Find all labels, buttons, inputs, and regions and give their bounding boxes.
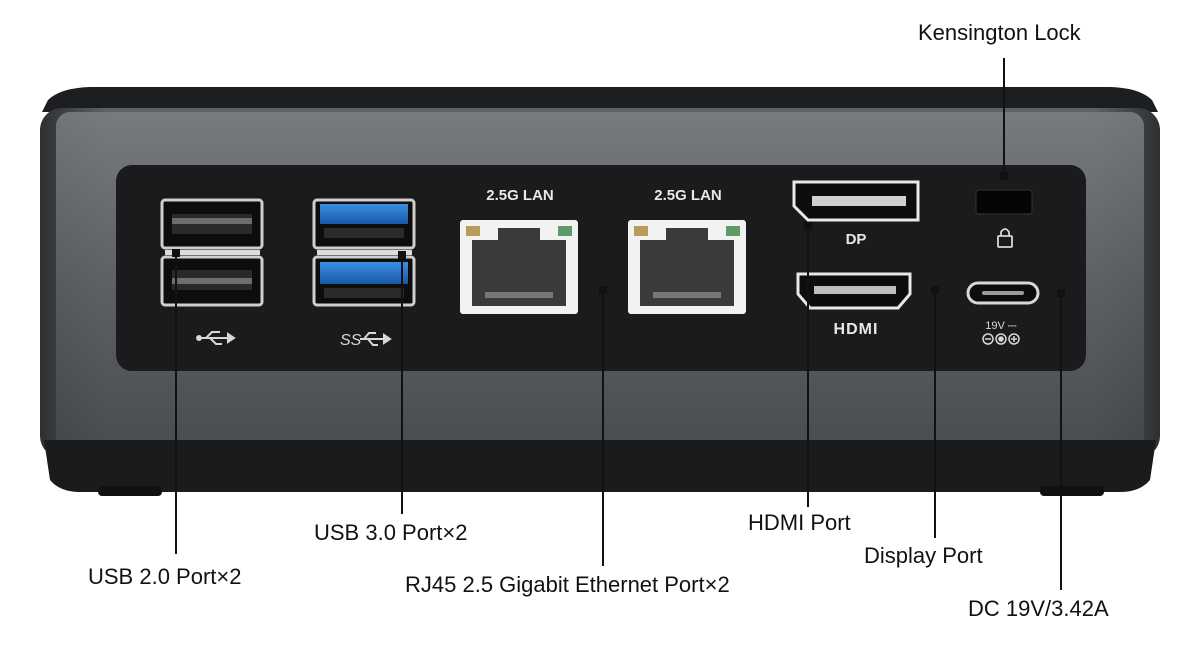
leader-dots xyxy=(172,172,1065,297)
callout-usb3: USB 3.0 Port×2 xyxy=(314,520,468,545)
callout-kensington-lock: Kensington Lock xyxy=(918,20,1081,45)
leader-lines xyxy=(175,58,1062,590)
lock-icon xyxy=(997,228,1013,248)
displayport-connector xyxy=(792,180,920,222)
usb-icon xyxy=(196,331,236,345)
callout-hdmi: HDMI Port xyxy=(748,510,851,535)
dp-label: DP xyxy=(846,231,867,248)
foot-right xyxy=(1040,486,1104,496)
foot-left xyxy=(98,486,162,496)
usb-c-power-port xyxy=(966,281,1040,305)
callout-rj45: RJ45 2.5 Gigabit Ethernet Port×2 xyxy=(405,572,730,597)
ethernet-port-1 xyxy=(460,220,578,314)
callout-usb2: USB 2.0 Port×2 xyxy=(88,564,242,589)
hdmi-connector xyxy=(796,272,912,310)
kensington-slot xyxy=(975,189,1033,215)
ethernet-port-2 xyxy=(628,220,746,314)
lan2-label: 2.5G LAN xyxy=(654,187,722,204)
hdmi-logo: HDMI xyxy=(834,321,879,338)
usb3-ports xyxy=(312,198,416,307)
dc-polarity-icon xyxy=(982,333,1020,345)
bottom-base xyxy=(44,440,1156,492)
power-rating-label: 19V ⎓ xyxy=(985,320,1017,332)
callout-displayport: Display Port xyxy=(864,543,983,568)
callout-dc-power: DC 19V/3.42A xyxy=(968,596,1109,621)
ss-label: SS xyxy=(340,332,362,349)
top-lid xyxy=(42,87,1158,112)
lan1-label: 2.5G LAN xyxy=(486,187,554,204)
usb2-ports xyxy=(160,198,264,307)
usb-superspeed-icon: SS xyxy=(340,332,392,349)
